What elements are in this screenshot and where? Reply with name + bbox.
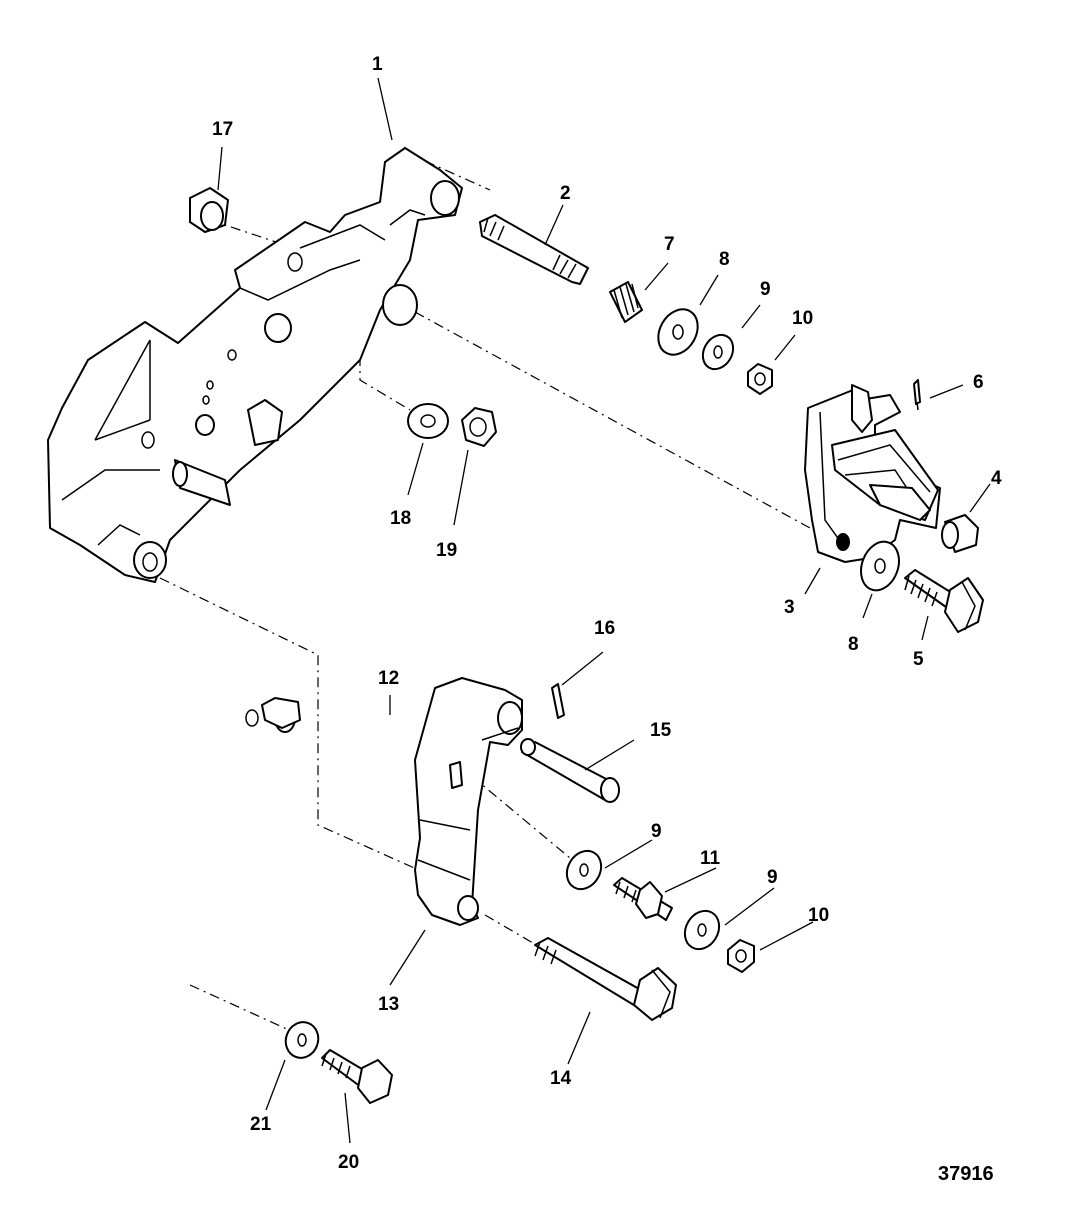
washer-9-upper xyxy=(701,333,735,371)
callout-13: 13 xyxy=(378,994,399,1015)
stud-part xyxy=(479,214,589,285)
screw-part-11 xyxy=(613,877,673,921)
callout-8-upper: 8 xyxy=(719,249,730,270)
callout-6: 6 xyxy=(973,372,984,393)
callout-20: 20 xyxy=(338,1152,359,1173)
bolt-part-14 xyxy=(534,937,677,1021)
pin-part-15 xyxy=(520,738,620,803)
washer-21 xyxy=(284,1021,320,1059)
washer-8-upper xyxy=(657,308,699,356)
washer-8-lower xyxy=(860,540,900,592)
spring-part xyxy=(609,281,643,323)
nut-10-lower xyxy=(727,939,755,973)
callout-21: 21 xyxy=(250,1114,272,1135)
callout-10-upper: 10 xyxy=(792,308,813,329)
callout-5: 5 xyxy=(913,649,924,670)
callout-11: 11 xyxy=(700,848,721,869)
callout-1: 1 xyxy=(372,54,383,75)
callout-14: 14 xyxy=(550,1068,572,1089)
washer-18 xyxy=(407,403,449,439)
callout-9-lower: 9 xyxy=(767,867,778,888)
callout-4: 4 xyxy=(991,468,1002,489)
callout-15: 15 xyxy=(650,720,672,741)
lever-part xyxy=(804,384,941,563)
figure-reference-number: 37916 xyxy=(938,1163,994,1185)
clip-part-12 xyxy=(245,697,301,733)
callout-10-lower: 10 xyxy=(808,905,829,926)
callout-2: 2 xyxy=(560,183,571,204)
callout-18: 18 xyxy=(390,508,411,529)
cotter-pin-6 xyxy=(913,379,921,411)
bolt-part-20 xyxy=(321,1049,393,1104)
washer-9-middle xyxy=(565,849,603,891)
callout-8-lower: 8 xyxy=(848,634,859,655)
arm-part xyxy=(414,677,523,926)
callout-7: 7 xyxy=(664,234,675,255)
bushing-part xyxy=(189,187,229,233)
callout-19: 19 xyxy=(436,540,457,561)
callout-9-upper: 9 xyxy=(760,279,771,300)
nut-19 xyxy=(461,407,497,447)
cotter-pin-16 xyxy=(551,683,565,719)
leader-lines xyxy=(217,77,991,1144)
callout-numbers: 1 2 3 4 5 6 7 8 8 9 9 9 10 10 11 12 13 1… xyxy=(212,54,1002,1173)
main-bracket-part xyxy=(47,147,463,583)
washer-9-lower xyxy=(683,909,721,951)
callout-9-middle: 9 xyxy=(651,821,662,842)
callout-3: 3 xyxy=(784,597,795,618)
callout-12: 12 xyxy=(378,668,399,689)
nut-10-upper xyxy=(747,363,773,395)
callout-17: 17 xyxy=(212,119,233,140)
callout-16: 16 xyxy=(594,618,615,639)
cap-part xyxy=(941,514,979,553)
bolt-part-5 xyxy=(904,569,984,633)
